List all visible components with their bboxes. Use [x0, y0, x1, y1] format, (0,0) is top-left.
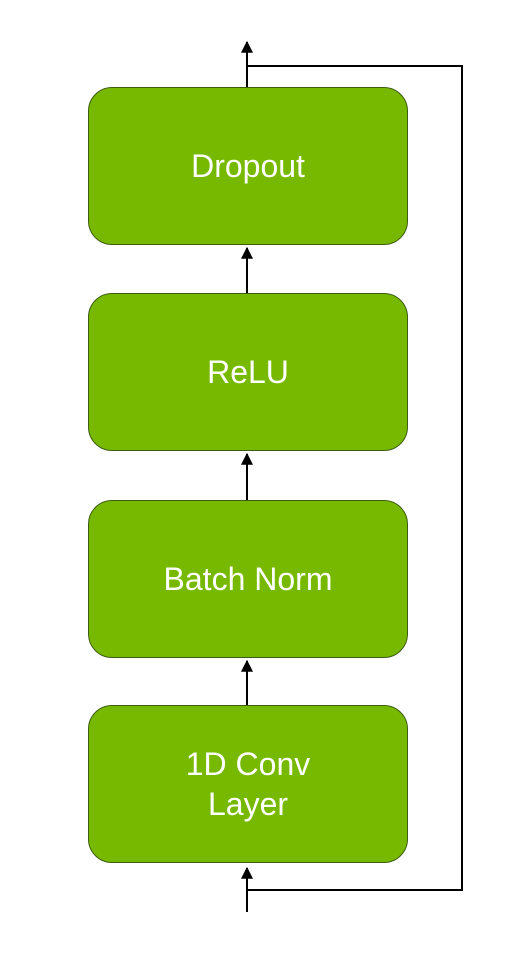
conv-layer-block: 1D Conv Layer [88, 705, 408, 863]
dropout-block: Dropout [88, 87, 408, 245]
batch-norm-block: Batch Norm [88, 500, 408, 658]
skip-connection [247, 65, 463, 891]
relu-block: ReLU [88, 293, 408, 451]
